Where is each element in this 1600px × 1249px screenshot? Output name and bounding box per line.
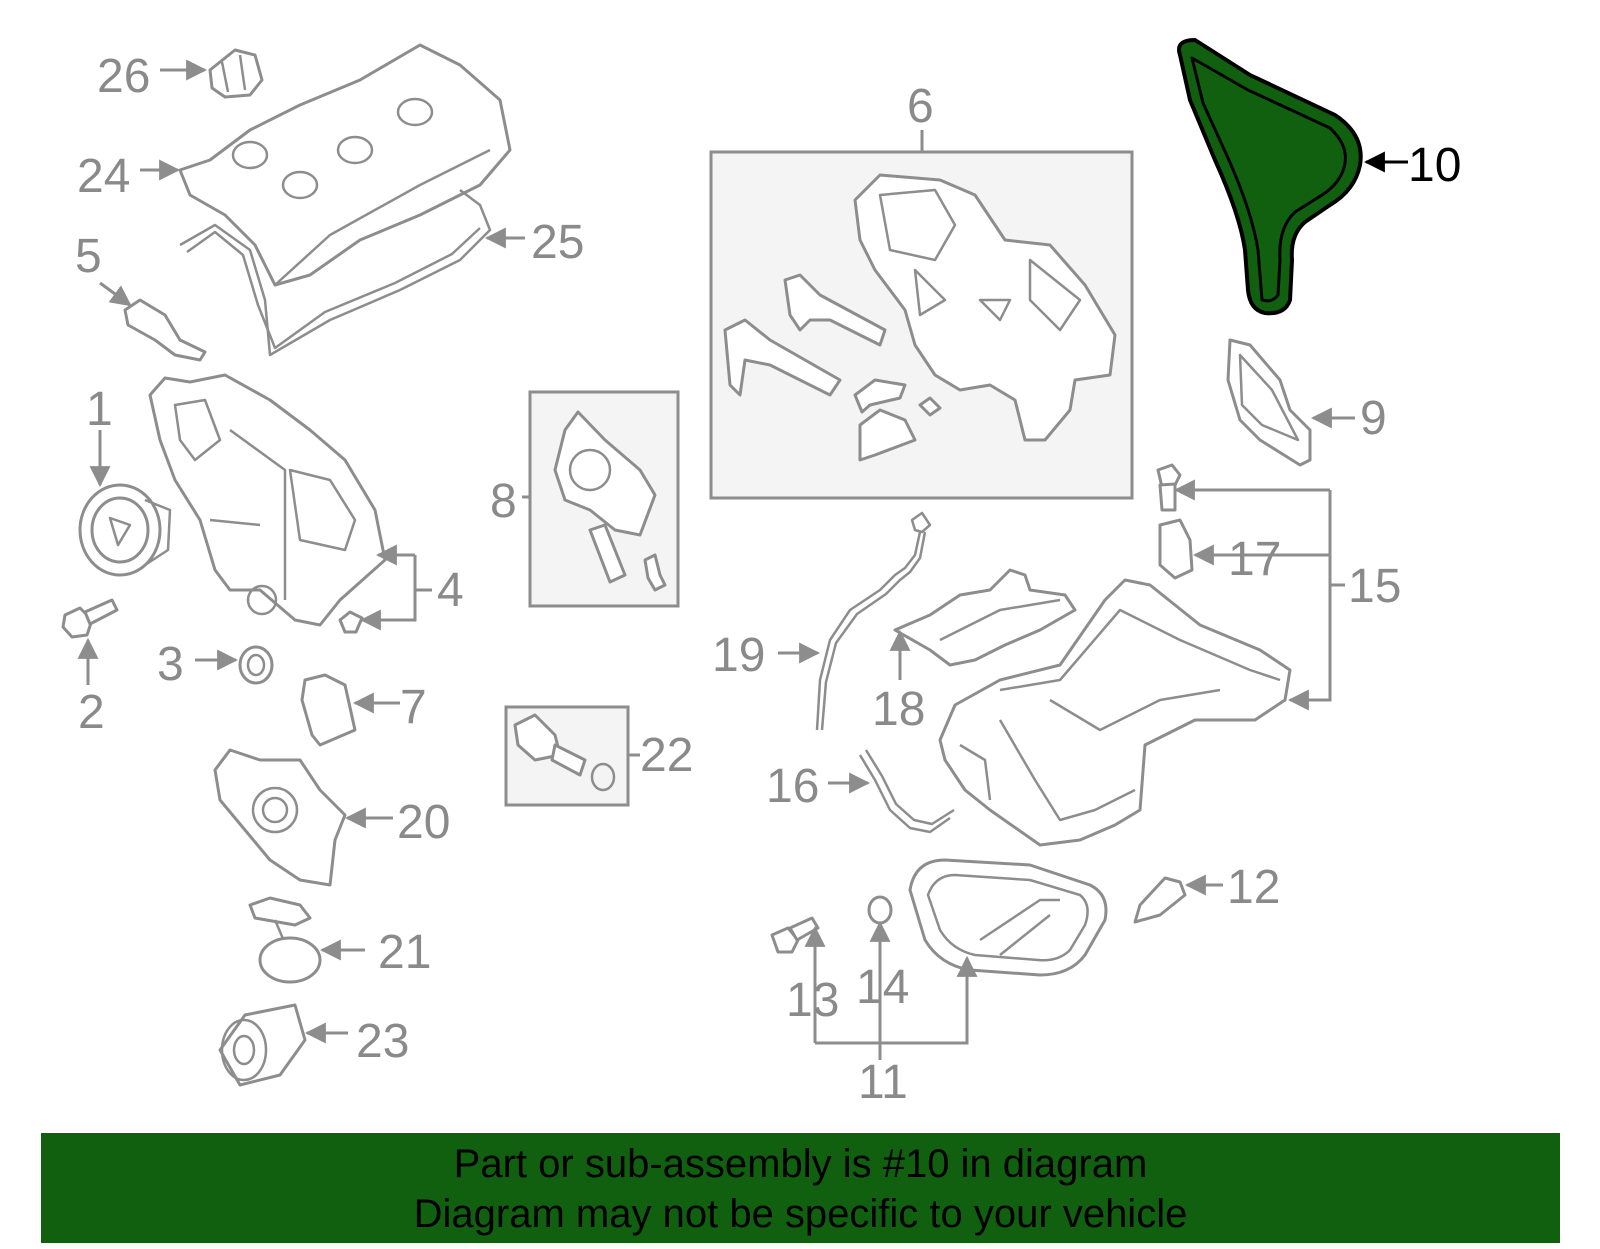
- part-21-strainer: [248, 896, 322, 984]
- callout-9: 9: [1360, 392, 1387, 445]
- part-15-bolt: [1156, 463, 1182, 512]
- callout-3: 3: [157, 638, 184, 691]
- part-10-gasket-highlighted: [1177, 38, 1363, 316]
- callout-10: 10: [1408, 139, 1461, 192]
- callout-21: 21: [378, 926, 431, 979]
- banner-line-1: Part or sub-assembly is #10 in diagram: [453, 1142, 1148, 1186]
- part-9-gasket: [1226, 338, 1312, 467]
- part-23-oil-filter: [218, 1003, 307, 1087]
- callout-4: 4: [437, 564, 464, 617]
- part-4-plug: [338, 610, 364, 634]
- callout-26: 26: [97, 50, 150, 103]
- callout-13: 13: [786, 974, 839, 1027]
- part-7-cover: [300, 673, 357, 747]
- part-13-drain-bolt: [770, 916, 820, 954]
- part-11-oil-pan-lower: [908, 858, 1108, 977]
- part-18-baffle: [893, 568, 1077, 667]
- callout-labels: 26 24 25 5 1 2 3 4 7 20 21 23 8 22 6 10 …: [75, 50, 1461, 1109]
- callout-1: 1: [86, 383, 113, 436]
- part-25-gasket: [179, 189, 492, 357]
- part-3-seal: [238, 645, 274, 685]
- part-22-sensor: [513, 713, 616, 792]
- callout-22: 22: [640, 729, 693, 782]
- callout-17: 17: [1228, 533, 1281, 586]
- part-20-oil-pump: [213, 748, 347, 887]
- leader-lines: [77, 59, 1408, 1060]
- callout-19: 19: [712, 629, 765, 682]
- callout-18: 18: [872, 683, 925, 736]
- callout-12: 12: [1227, 861, 1280, 914]
- part-2-bolt: [61, 598, 119, 639]
- callout-16: 16: [766, 760, 819, 813]
- part-6-chain-case: [723, 173, 1117, 462]
- callout-6: 6: [907, 80, 934, 133]
- part-5-bracket: [123, 298, 207, 362]
- banner-line-2: Diagram may not be specific to your vehi…: [413, 1192, 1188, 1236]
- part-26-cap: [208, 48, 264, 99]
- part-1-timing-cover: [148, 373, 387, 627]
- part-12-sensor: [1133, 876, 1187, 924]
- callout-8: 8: [490, 475, 517, 528]
- callout-11: 11: [858, 1056, 908, 1109]
- part-16-gasket-strip: [858, 749, 955, 834]
- part-17-bracket: [1158, 518, 1194, 580]
- part-24-valve-cover: [178, 43, 512, 287]
- callout-23: 23: [356, 1015, 409, 1068]
- callout-15: 15: [1348, 560, 1401, 613]
- part-15-oil-pan-upper: [938, 578, 1292, 847]
- callout-7: 7: [400, 681, 427, 734]
- part-19-dipstick: [815, 511, 932, 731]
- callout-5: 5: [75, 230, 102, 283]
- callout-24: 24: [77, 150, 130, 203]
- part-8-water-pump: [553, 410, 667, 592]
- callout-25: 25: [531, 216, 584, 269]
- callout-14: 14: [856, 961, 909, 1014]
- part-14-washer: [867, 895, 893, 925]
- part-info-banner: Part or sub-assembly is #10 in diagram D…: [41, 1133, 1560, 1243]
- callout-2: 2: [78, 686, 105, 739]
- callout-20: 20: [397, 796, 450, 849]
- part-1-pulley: [78, 483, 172, 577]
